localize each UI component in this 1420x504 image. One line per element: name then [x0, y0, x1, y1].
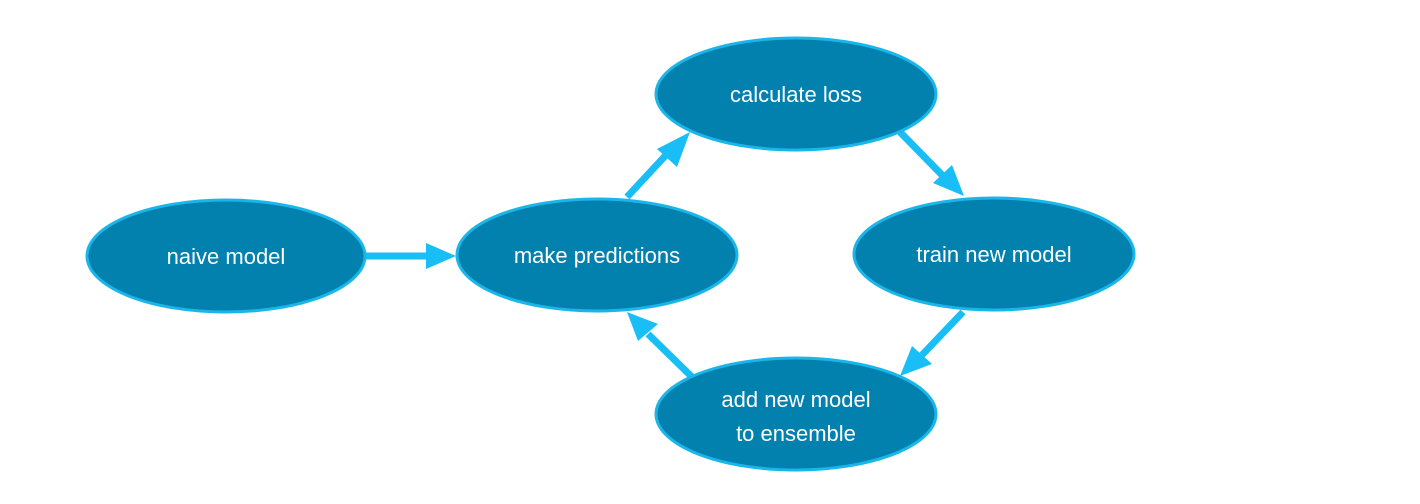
node-add-new-model-to-ensemble: add new model to ensemble: [654, 356, 938, 472]
arrow-predictions-to-loss: [624, 132, 690, 200]
node-ellipse: [852, 196, 1136, 312]
node-label-line-1: add new model: [721, 387, 870, 412]
node-make-predictions: make predictions: [455, 197, 739, 313]
node-ellipse: [85, 198, 367, 314]
node-train-new-model: train new model: [852, 196, 1136, 312]
node-label: train new model: [916, 242, 1071, 267]
node-label: naive model: [167, 244, 286, 269]
arrow-naive-to-predictions: [366, 243, 456, 269]
node-naive-model: naive model: [85, 198, 367, 314]
node-calculate-loss: calculate loss: [654, 36, 938, 152]
node-label-line-2: to ensemble: [736, 421, 856, 446]
node-ellipse: [654, 36, 938, 152]
arrow-ensemble-to-predictions: [627, 312, 695, 380]
arrow-loss-to-train: [897, 129, 964, 196]
arrow-train-to-ensemble: [900, 309, 966, 376]
edges: [366, 129, 966, 380]
node-ellipse: [455, 197, 739, 313]
node-label: calculate loss: [730, 82, 862, 107]
node-label: make predictions: [514, 243, 680, 268]
node-ellipse: [654, 356, 938, 472]
